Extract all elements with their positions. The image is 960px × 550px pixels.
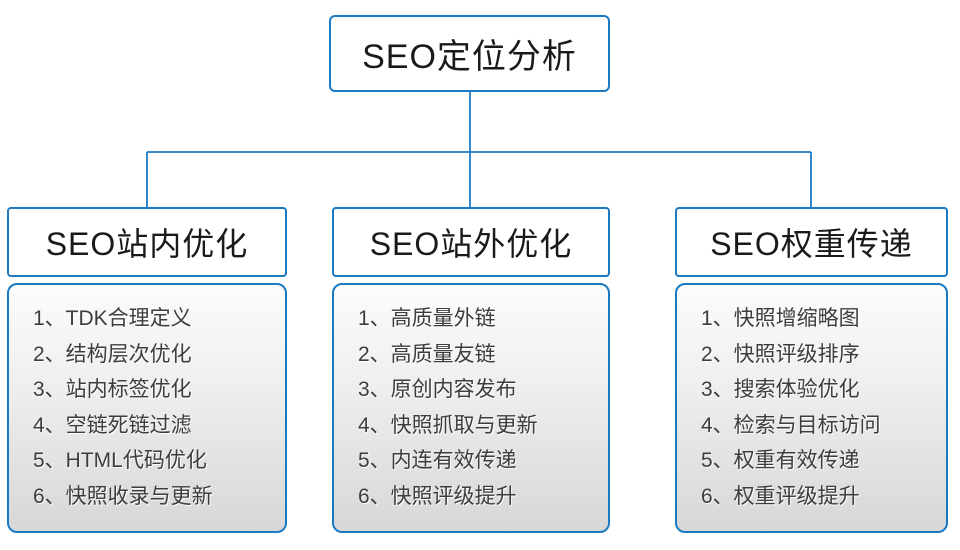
- column-offsite-title: SEO站外优化: [369, 226, 573, 262]
- weight-item-list: 1、快照增缩略图 2、快照评级排序 3、搜索体验优化 4、检索与目标访问 5、权…: [701, 301, 946, 514]
- column-weight-header: SEO权重传递: [675, 207, 948, 277]
- list-item: 6、快照收录与更新: [33, 484, 213, 508]
- list-item: 4、快照抓取与更新: [358, 413, 538, 437]
- list-item: 5、权重有效传递: [701, 449, 860, 472]
- offsite-item-list: 1、高质量外链 2、高质量友链 3、原创内容发布 4、快照抓取与更新 5、内连有…: [358, 301, 608, 514]
- list-item: 3、搜索体验优化: [701, 378, 860, 401]
- list-item: 5、内连有效传递: [358, 449, 517, 472]
- column-weight-list: 1、快照增缩略图 2、快照评级排序 3、搜索体验优化 4、检索与目标访问 5、权…: [675, 283, 948, 533]
- root-node: SEO定位分析: [329, 15, 610, 92]
- list-item: 4、空链死链过滤: [33, 413, 192, 437]
- list-item: 2、快照评级排序: [701, 342, 860, 366]
- list-item: 1、快照增缩略图: [701, 307, 860, 330]
- root-node-label: SEO定位分析: [362, 38, 577, 76]
- column-onsite-title: SEO站内优化: [45, 226, 249, 262]
- list-item: 1、高质量外链: [358, 307, 496, 330]
- list-item: 6、快照评级提升: [358, 484, 517, 508]
- column-onsite-header: SEO站内优化: [7, 207, 287, 277]
- list-item: 6、权重评级提升: [701, 484, 860, 508]
- onsite-item-list: 1、TDK合理定义 2、结构层次优化 3、站内标签优化 4、空链死链过滤 5、H…: [33, 301, 285, 514]
- column-onsite-list: 1、TDK合理定义 2、结构层次优化 3、站内标签优化 4、空链死链过滤 5、H…: [7, 283, 287, 533]
- list-item: 4、检索与目标访问: [701, 413, 881, 437]
- column-offsite-list: 1、高质量外链 2、高质量友链 3、原创内容发布 4、快照抓取与更新 5、内连有…: [332, 283, 610, 533]
- column-weight-title: SEO权重传递: [710, 226, 913, 262]
- list-item: 1、TDK合理定义: [33, 307, 192, 330]
- list-item: 2、高质量友链: [358, 342, 496, 366]
- list-item: 3、原创内容发布: [358, 378, 517, 401]
- list-item: 5、HTML代码优化: [33, 449, 207, 472]
- list-item: 3、站内标签优化: [33, 378, 192, 401]
- column-offsite-header: SEO站外优化: [332, 207, 610, 277]
- list-item: 2、结构层次优化: [33, 342, 192, 366]
